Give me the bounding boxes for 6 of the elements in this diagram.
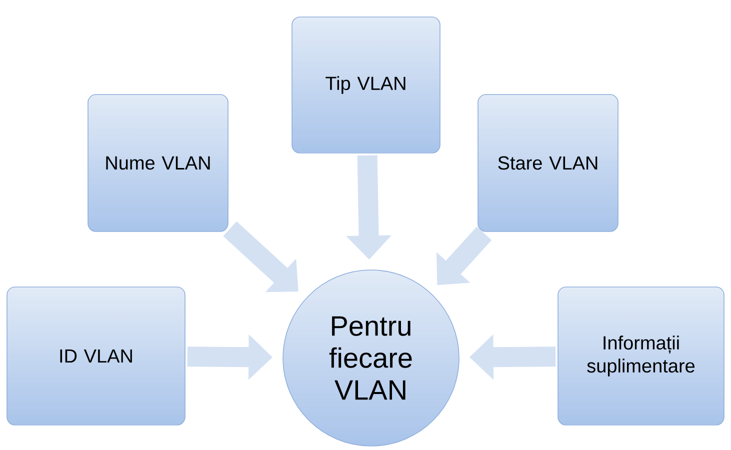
process-box: Nume VLAN	[88, 94, 228, 232]
process-box: Tip VLAN	[292, 16, 440, 154]
process-box: Informații suplimentare	[558, 286, 724, 426]
process-box: ID VLAN	[6, 286, 186, 426]
circle-node: Pentru fiecare VLAN	[282, 270, 460, 446]
process-box: Stare VLAN	[478, 94, 618, 232]
